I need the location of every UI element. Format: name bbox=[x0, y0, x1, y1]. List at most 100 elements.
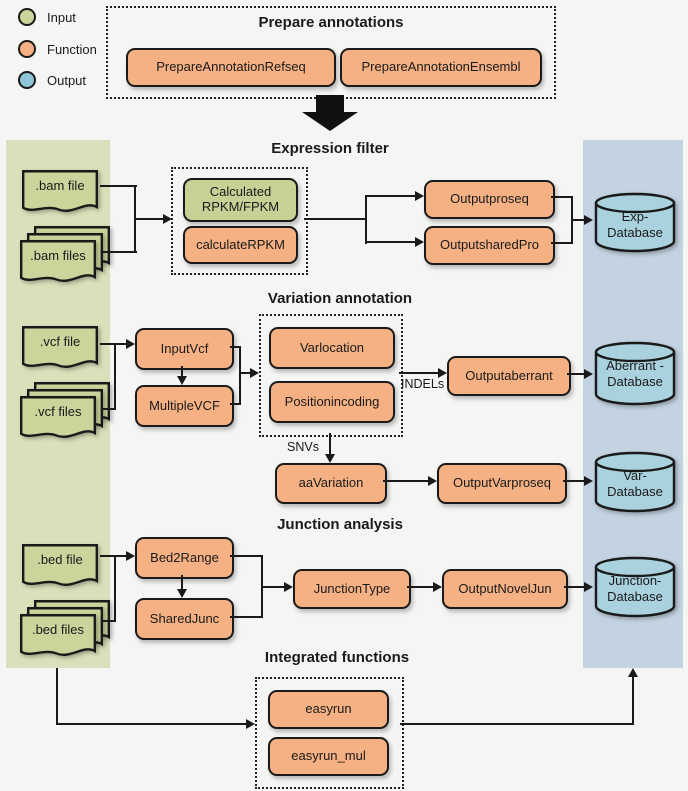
arrowhead bbox=[325, 454, 335, 463]
edge-bed2range-to-sharedjunc bbox=[181, 575, 183, 590]
edge-bamfiles-out bbox=[102, 251, 137, 253]
arrowhead bbox=[584, 582, 593, 592]
arrowhead bbox=[163, 214, 172, 224]
legend-item-input: Input bbox=[18, 8, 76, 26]
junction-analysis-title: Junction analysis bbox=[277, 516, 403, 533]
legend-item-function: Function bbox=[18, 40, 97, 58]
node-outputnoveljun: OutputNovelJun bbox=[442, 569, 568, 609]
exp-database-cylinder: Exp- Database bbox=[593, 192, 677, 254]
edge-expressionbox-out bbox=[304, 218, 366, 220]
file-vcf-single: .vcf file bbox=[20, 324, 100, 376]
db-label-line2: Database bbox=[607, 224, 663, 240]
edge-aavariation-to-outputvarproseq bbox=[383, 480, 428, 482]
edge-to-integratedbox bbox=[56, 723, 247, 725]
edge-to-outputproseq bbox=[365, 195, 415, 197]
prepare-annotations-group: Prepare annotations PrepareAnnotationRef… bbox=[106, 6, 556, 99]
arrowhead bbox=[415, 237, 424, 247]
edge-outputsharedpro-out bbox=[551, 242, 573, 244]
edge-snvs-to-aavariation bbox=[329, 433, 331, 454]
file-label: .bam files bbox=[30, 248, 86, 263]
file-label: .vcf files bbox=[34, 404, 82, 419]
edge-multiplevcf-out bbox=[230, 403, 241, 405]
aberrant-database-cylinder: Aberrant - Database bbox=[593, 341, 677, 407]
edge-inputcolumn-down bbox=[56, 668, 58, 725]
node-positionincoding: Positionincoding bbox=[269, 381, 395, 423]
edge-to-junctiondatabase bbox=[564, 586, 584, 588]
arrowhead bbox=[126, 551, 135, 561]
edge-to-expdatabase bbox=[571, 219, 585, 221]
database-icon bbox=[594, 341, 676, 406]
expression-group-box bbox=[171, 167, 308, 275]
edge-to-junctiontype bbox=[261, 586, 285, 588]
arrowhead bbox=[246, 719, 255, 729]
file-label: .bed file bbox=[37, 552, 83, 567]
arrowhead bbox=[584, 215, 593, 225]
edge-bed2range-out bbox=[230, 555, 263, 557]
db-label-line1: Junction- bbox=[608, 573, 662, 588]
edge-bedfile-to-bed2range bbox=[100, 555, 126, 557]
function-legend-icon bbox=[18, 40, 36, 58]
db-label-line1: Var- bbox=[623, 468, 647, 483]
file-label: .bed files bbox=[31, 622, 85, 637]
expression-filter-title: Expression filter bbox=[271, 140, 389, 157]
node-varlocation: Varlocation bbox=[269, 327, 395, 369]
file-bam-multi: .bam files bbox=[18, 224, 114, 290]
file-bed-multi: .bed files bbox=[18, 598, 114, 664]
edge-expression-split bbox=[365, 195, 367, 244]
edge-bamfile-out bbox=[100, 185, 137, 187]
edge-bedfiles-out bbox=[102, 620, 116, 622]
file-label: .bam file bbox=[35, 178, 85, 193]
snvs-edge-label: SNVs bbox=[287, 440, 319, 454]
database-icon bbox=[594, 451, 676, 513]
document-icon bbox=[18, 612, 98, 664]
database-icon bbox=[594, 556, 676, 618]
edge-junctiontype-to-outputnoveljun bbox=[407, 586, 433, 588]
database-label: Var- Database bbox=[593, 468, 677, 499]
file-bed-single: .bed file bbox=[20, 542, 100, 594]
file-vcf-multi: .vcf files bbox=[18, 380, 114, 446]
edge-bam-to-expressionbox bbox=[134, 218, 164, 220]
edge-vcf-merge bbox=[114, 343, 116, 410]
down-block-arrow bbox=[316, 95, 344, 113]
edge-integratedbox-out bbox=[400, 723, 634, 725]
node-outputsharedpro: OutputsharedPro bbox=[424, 226, 555, 265]
database-label: Aberrant - Database bbox=[593, 358, 677, 389]
edge-vcffile-to-inputvcf bbox=[100, 343, 126, 345]
legend-label-function: Function bbox=[47, 41, 97, 57]
input-legend-icon bbox=[18, 8, 36, 26]
db-label-line1: Exp- bbox=[621, 209, 649, 224]
node-outputaberrant: Outputaberrant bbox=[447, 356, 571, 396]
document-icon bbox=[18, 394, 98, 446]
arrowhead bbox=[177, 589, 187, 598]
document-icon bbox=[20, 168, 100, 220]
edge-indels-to-outputaberrant bbox=[399, 372, 438, 374]
edge-vcf-right-merge bbox=[239, 346, 241, 405]
edge-inputvcf-out bbox=[230, 346, 241, 348]
file-bam-single: .bam file bbox=[20, 168, 100, 220]
junction-database-cylinder: Junction- Database bbox=[593, 556, 677, 619]
arrowhead bbox=[628, 668, 638, 677]
node-label-line1: Calculated bbox=[209, 184, 272, 200]
db-label-line2: Database bbox=[607, 373, 663, 389]
node-sharedjunc: SharedJunc bbox=[135, 598, 234, 640]
node-prepareannotationrefseq: PrepareAnnotationRefseq bbox=[126, 48, 336, 87]
document-icon bbox=[20, 324, 100, 376]
arrowhead bbox=[438, 368, 447, 378]
database-label: Exp- Database bbox=[593, 209, 677, 240]
node-label-line2: RPKM/FPKM bbox=[201, 199, 280, 214]
legend-label-output: Output bbox=[47, 72, 87, 88]
file-label: .vcf file bbox=[39, 334, 81, 349]
node-calculated-rpkm-fpkm: Calculated RPKM/FPKM bbox=[183, 178, 298, 222]
arrowhead bbox=[428, 476, 437, 486]
node-calculaterpkm: calculateRPKM bbox=[183, 226, 298, 264]
db-label-line1: Aberrant - bbox=[606, 358, 664, 373]
variation-group-box bbox=[259, 314, 403, 437]
arrowhead bbox=[126, 339, 135, 349]
node-junctiontype: JunctionType bbox=[293, 569, 411, 609]
edge-bed-merge bbox=[114, 555, 116, 622]
down-block-arrow-head bbox=[302, 112, 358, 131]
legend-item-output: Output bbox=[18, 71, 86, 89]
node-easyrun: easyrun bbox=[268, 690, 389, 729]
edge-inputvcf-to-multiplevcf bbox=[181, 366, 183, 377]
